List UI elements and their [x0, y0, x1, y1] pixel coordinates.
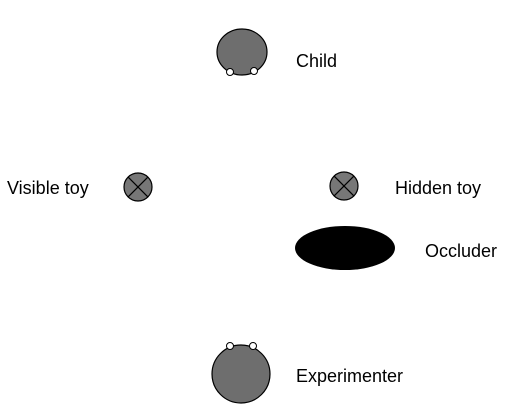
experimenter-head: [211, 344, 271, 404]
occluder-label: Occluder: [425, 241, 498, 261]
visible-toy-cross-2: [127, 176, 149, 198]
hidden-toy-figure: [329, 171, 359, 201]
child-head: [216, 28, 268, 76]
visible-toy-figure: [123, 172, 153, 202]
child-right-eye: [250, 67, 258, 75]
experimenter-right-eye: [249, 342, 257, 350]
experimenter-left-eye: [226, 342, 234, 350]
visible-toy-label: Visible toy: [7, 178, 89, 198]
experimenter-label: Experimenter: [296, 366, 404, 386]
hidden-toy-label: Hidden toy: [395, 178, 482, 198]
hidden-toy-cross-2: [333, 175, 355, 197]
experimenter-figure: [211, 342, 271, 404]
child-figure: [216, 28, 268, 76]
child-left-eye: [226, 68, 234, 76]
occluder-shape: [295, 226, 395, 270]
child-label: Child: [296, 51, 338, 71]
